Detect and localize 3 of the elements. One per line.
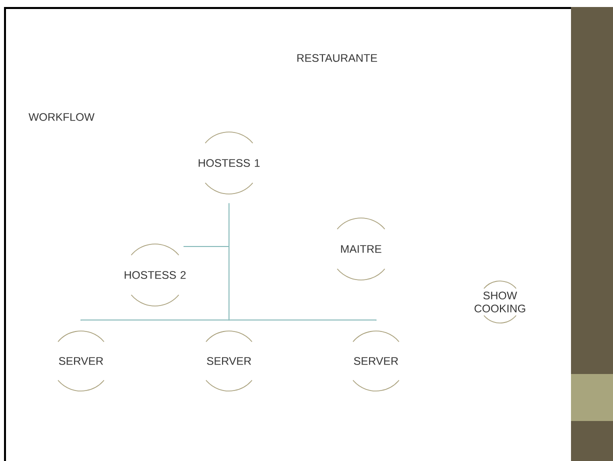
section-label: WORKFLOW	[28, 113, 94, 121]
title: RESTAURANTE	[297, 54, 378, 62]
connector-line	[228, 202, 376, 322]
